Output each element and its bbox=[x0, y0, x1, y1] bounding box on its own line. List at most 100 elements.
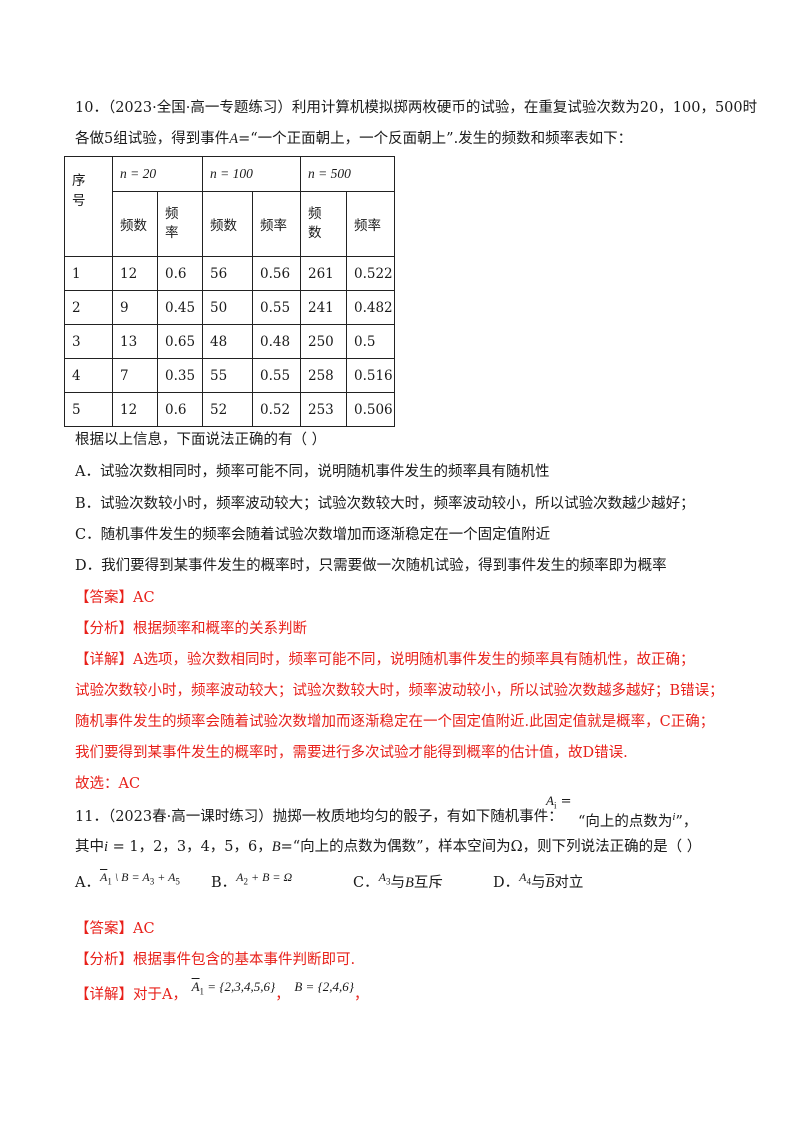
q11-detail: 【详解】对于A， A1 = {2,3,4,5,6}， B = {2,4,6}， bbox=[75, 979, 369, 1003]
table-cell: 0.55 bbox=[252, 290, 301, 325]
q11-event-desc: “向上的点数为i”， bbox=[578, 811, 698, 830]
q10-option-d: D．我们要得到某事件发生的概率时，只需要做一次随机试验，得到事件发生的频率即为概… bbox=[75, 558, 667, 574]
table-cell: 0.45 bbox=[157, 290, 203, 325]
table-cell: 253 bbox=[300, 392, 347, 427]
sub-header: 频数 bbox=[300, 191, 347, 257]
table-cell: 1 bbox=[64, 256, 113, 291]
event-a-var: A bbox=[229, 131, 239, 147]
q10-detail-line3: 随机事件发生的频率会随着试验次数增加而逐渐稳定在一个固定值附近.此固定值就是概率… bbox=[75, 714, 715, 730]
q10-stem-text-2b: =“一个正面朝上，一个反面朝上”.发生的频数和频率表如下： bbox=[238, 131, 633, 147]
option-c-text: 与 bbox=[390, 875, 405, 891]
table-cell: 5 bbox=[64, 392, 113, 427]
analysis-label: 【分析】 bbox=[75, 952, 133, 968]
table-cell: 13 bbox=[112, 324, 158, 359]
option-d-text: 与 bbox=[530, 875, 546, 891]
q10-analysis: 【分析】根据频率和概率的关系判断 bbox=[75, 618, 307, 640]
table-cell: 0.516 bbox=[346, 358, 395, 393]
sub-header: 频率 bbox=[252, 191, 301, 257]
table-cell: 2 bbox=[64, 290, 113, 325]
option-label: C． bbox=[353, 875, 379, 891]
answer-value: AC bbox=[133, 921, 155, 937]
q11-number: 11． bbox=[75, 809, 108, 825]
q11-options: A．A1 \ B = A3 + A5 B．A2 + B = Ω C．A3与B互斥… bbox=[75, 870, 695, 897]
group-header-n100: n = 100 bbox=[202, 156, 301, 192]
table-cell: 48 bbox=[202, 324, 253, 359]
table-cell: 258 bbox=[300, 358, 347, 393]
q10-option-b: B．试验次数较小时，频率波动较大；试验次数较大时，频率波动较小，所以试验次数越少… bbox=[75, 496, 695, 512]
sub-header: 频数 bbox=[202, 191, 253, 257]
q11-i-values: 1，2，3，4，5，6， bbox=[129, 839, 272, 855]
q10-stem-line1: 10．（2023·全国·高一专题练习）利用计算机模拟掷两枚硬币的试验，在重复试验… bbox=[75, 97, 757, 119]
seq-header: 序号 bbox=[64, 156, 113, 257]
option-label: D． bbox=[493, 875, 520, 891]
table-cell: 9 bbox=[112, 290, 158, 325]
table-cell: 0.48 bbox=[252, 324, 301, 359]
q10-detail-line2: 试验次数较小时，频率波动较大；试验次数较大时，频率波动较小，所以试验次数越多越好… bbox=[75, 683, 724, 699]
q10-conclusion: 故选：AC bbox=[75, 776, 141, 792]
group-header-text: n = 100 bbox=[210, 166, 253, 181]
sub-header-text: 频率 bbox=[260, 218, 287, 234]
set-a1: {2,3,4,5,6} bbox=[219, 979, 276, 994]
table-cell: 0.6 bbox=[157, 392, 203, 427]
seq-header-text: 序号 bbox=[72, 173, 86, 209]
table-cell: 56 bbox=[202, 256, 253, 291]
table-cell: 0.506 bbox=[346, 392, 395, 427]
q11-stem-line2: 其中i = 1，2，3，4，5，6，B=“向上的点数为偶数”，样本空间为Ω，则下… bbox=[75, 839, 702, 855]
group-header-text: n = 20 bbox=[120, 166, 157, 181]
q10-option-c: C．随机事件发生的频率会随着试验次数增加而逐渐稳定在一个固定值附近 bbox=[75, 527, 551, 543]
answer-value: AC bbox=[133, 590, 155, 606]
q10-stem-line2: 各做5组试验，得到事件A=“一个正面朝上，一个反面朝上”.发生的频数和频率表如下… bbox=[75, 128, 632, 150]
table-cell: 0.6 bbox=[157, 256, 203, 291]
q11-event-end: ”， bbox=[675, 814, 698, 830]
q11-option-a: A．A1 \ B = A3 + A5 bbox=[75, 870, 180, 891]
q11-analysis: 【分析】根据事件包含的基本事件判断即可. bbox=[75, 949, 355, 971]
q11-answer: 【答案】AC bbox=[75, 918, 155, 940]
table-cell: 0.5 bbox=[346, 324, 395, 359]
table-cell: 0.56 bbox=[252, 256, 301, 291]
table-cell: 7 bbox=[112, 358, 158, 393]
table-cell: 3 bbox=[64, 324, 113, 359]
q11-option-c: C．A3与B互斥 bbox=[353, 870, 443, 891]
option-c-end: 互斥 bbox=[413, 875, 443, 891]
table-cell: 52 bbox=[202, 392, 253, 427]
q11-line2-text: 其中 bbox=[75, 839, 104, 855]
q10-option-a: A．试验次数相同时，频率可能不同，说明随机事件发生的频率具有随机性 bbox=[75, 464, 550, 480]
detail-text: A选项，验次数相同时，频率可能不同，说明随机事件发生的频率具有随机性，故正确； bbox=[133, 652, 695, 668]
detail-label: 【详解】 bbox=[75, 987, 133, 1003]
set-b: {2,4,6} bbox=[317, 979, 354, 994]
answer-label: 【答案】 bbox=[75, 921, 133, 937]
sub-header: 频率 bbox=[157, 191, 203, 257]
option-label: B． bbox=[211, 875, 237, 891]
sub-header: 频率 bbox=[346, 191, 395, 257]
event-ai-def: Ai = bbox=[546, 793, 572, 811]
q11-event-text: “向上的点数为 bbox=[578, 814, 673, 830]
sub-header-text: 频数 bbox=[308, 206, 322, 241]
table-cell: 0.522 bbox=[346, 256, 395, 291]
q11-stem-text: 抛掷一枚质地均匀的骰子，有如下随机事件： bbox=[272, 809, 563, 825]
q11-stem-line1: 11．（2023春·高一课时练习）抛掷一枚质地均匀的骰子，有如下随机事件： bbox=[75, 806, 563, 828]
q10-stem-text-2a: 各做5组试验，得到事件 bbox=[75, 131, 230, 147]
table-cell: 50 bbox=[202, 290, 253, 325]
sub-header-text: 频数 bbox=[210, 218, 237, 234]
analysis-label: 【分析】 bbox=[75, 621, 133, 637]
q10-detail-line1: 【详解】A选项，验次数相同时，频率可能不同，说明随机事件发生的频率具有随机性，故… bbox=[75, 649, 694, 671]
table-cell: 0.52 bbox=[252, 392, 301, 427]
frequency-table: 序号 n = 20 n = 100 n = 500 频数 频率 频数 频率 频数… bbox=[64, 156, 395, 427]
sub-header-text: 频数 bbox=[120, 218, 147, 234]
detail-label: 【详解】 bbox=[75, 652, 133, 668]
table-cell: 12 bbox=[112, 392, 158, 427]
table-cell: 0.65 bbox=[157, 324, 203, 359]
table-cell: 0.55 bbox=[252, 358, 301, 393]
table-cell: 250 bbox=[300, 324, 347, 359]
sub-header-text: 频率 bbox=[165, 206, 179, 241]
table-cell: 55 bbox=[202, 358, 253, 393]
table-cell: 4 bbox=[64, 358, 113, 393]
group-header-n20: n = 20 bbox=[112, 156, 203, 192]
q11-source: （2023春·高一课时练习） bbox=[107, 809, 273, 825]
table-cell: 12 bbox=[112, 256, 158, 291]
